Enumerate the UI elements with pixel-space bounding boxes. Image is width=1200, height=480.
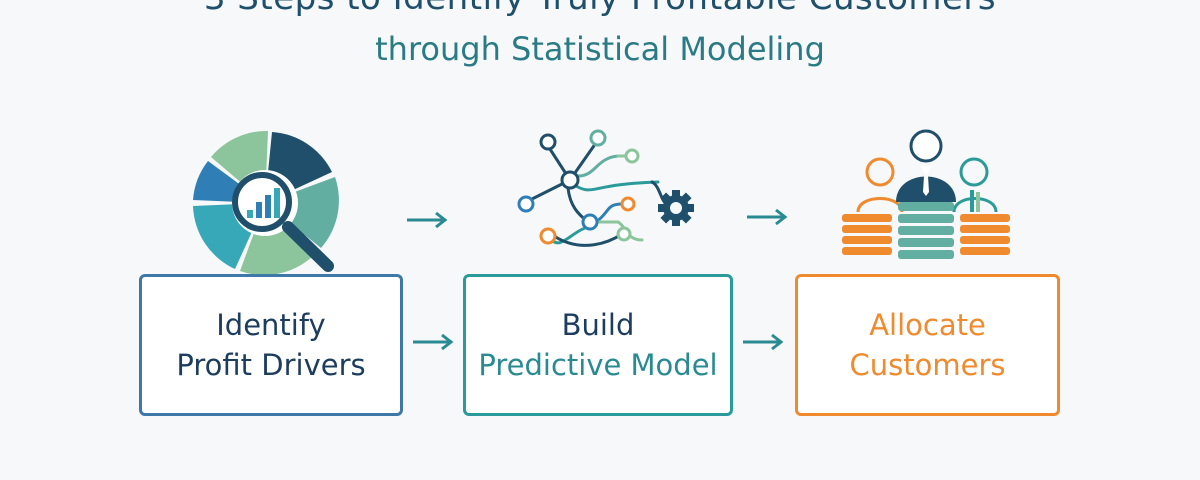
arrow-right-icon <box>743 333 784 351</box>
arrow-right-icon <box>407 211 448 229</box>
step-title: Build <box>561 308 635 342</box>
arrow-right-icon <box>413 333 454 351</box>
people-coins-icon <box>842 129 1010 259</box>
step-title: Identify <box>216 308 326 342</box>
step-box-identify: Identify Profit Drivers <box>139 274 403 416</box>
step-subtitle: Predictive Model <box>478 348 718 382</box>
step-subtitle: Customers <box>849 348 1006 382</box>
step-subtitle: Profit Drivers <box>176 348 366 382</box>
pie-magnifier-icon <box>193 130 339 276</box>
title-line-1: 3 Steps to Identify Truly Profitable Cus… <box>0 0 1200 18</box>
title-line-2: through Statistical Modeling <box>375 30 825 68</box>
step-box-build: Build Predictive Model <box>463 274 733 416</box>
network-gear-icon <box>517 129 694 247</box>
step-box-allocate: Allocate Customers <box>795 274 1060 416</box>
step-title: Allocate <box>869 308 986 342</box>
arrow-right-icon <box>747 208 788 226</box>
